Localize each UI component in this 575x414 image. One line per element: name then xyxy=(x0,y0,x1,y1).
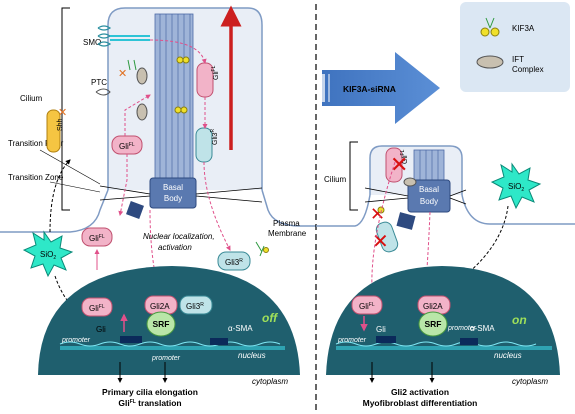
svg-text:Basal: Basal xyxy=(163,183,183,192)
srf-left: SRF xyxy=(146,311,176,337)
caption-right-line2: Myofibroblast differentiation xyxy=(363,398,478,408)
svg-text:Body: Body xyxy=(164,194,182,203)
svg-text:GliFL: GliFL xyxy=(89,304,105,313)
legend: KIF3A IFT Complex xyxy=(460,2,570,92)
gli2a-nucleus-left: Gli2A xyxy=(144,295,178,315)
cytoplasm-label-left: cytoplasm xyxy=(252,377,288,386)
svg-text:✕: ✕ xyxy=(118,67,127,80)
svg-text:Basal: Basal xyxy=(419,185,439,194)
basal-body: Basal Body xyxy=(149,177,197,209)
svg-text:nucleus: nucleus xyxy=(238,351,266,360)
svg-text:✕: ✕ xyxy=(58,106,67,119)
axoneme xyxy=(154,13,194,185)
cilium-bracket xyxy=(61,7,70,211)
svg-text:Gli3R: Gli3R xyxy=(186,302,204,311)
gli3r-nucleus: Gli3R xyxy=(179,295,213,315)
legend-kif3a-label: KIF3A xyxy=(512,24,535,33)
svg-text:Gli3R: Gli3R xyxy=(210,129,219,145)
svg-text:α-SMA: α-SMA xyxy=(470,324,495,333)
plasma-label: Plasma xyxy=(273,219,300,228)
svg-text:GliFL: GliFL xyxy=(400,149,409,164)
svg-text:promoter: promoter xyxy=(337,337,367,344)
shh-ligand: Shh xyxy=(46,109,64,153)
svg-text:✕: ✕ xyxy=(390,153,408,178)
axoneme-right xyxy=(413,149,445,186)
cytoplasm-label-right: cytoplasm xyxy=(512,377,548,386)
svg-text:SRF: SRF xyxy=(153,319,170,329)
activation-label: activation xyxy=(158,243,192,252)
gli-fl-nucleus: GliFL xyxy=(81,297,113,317)
svg-text:on: on xyxy=(512,313,527,327)
ift-particle xyxy=(126,201,144,219)
svg-text:GliFL: GliFL xyxy=(89,234,105,243)
gli-fl-right-nucleus: GliFL xyxy=(351,295,383,315)
svg-text:promoter: promoter xyxy=(151,355,181,362)
smo-label: SMO xyxy=(83,38,101,47)
kif3a-sirna-arrow: KIF3A-siRNA xyxy=(322,52,440,124)
caption-left-line2: GliFL translation xyxy=(118,398,181,408)
svg-text:Gli3R: Gli3R xyxy=(225,258,243,267)
svg-text:Gli: Gli xyxy=(96,325,106,334)
svg-text:promoter: promoter xyxy=(61,337,91,344)
transition-zone-label: Transition Zone xyxy=(8,173,64,182)
svg-text:✕: ✕ xyxy=(372,229,389,253)
gli-fl-cytoplasm: GliFL xyxy=(81,227,113,247)
kif3a-motor-icons xyxy=(127,56,190,121)
svg-text:Gli: Gli xyxy=(376,325,386,334)
svg-text:GliFL: GliFL xyxy=(119,142,135,151)
nuclear-localization-label: Nuclear localization, xyxy=(143,232,215,241)
svg-text:IFT: IFT xyxy=(512,55,524,64)
membrane-label: Membrane xyxy=(268,229,307,238)
gli-fl-tip: GliFL xyxy=(196,62,220,98)
svg-text:Complex: Complex xyxy=(512,65,544,74)
svg-text:SiO2: SiO2 xyxy=(508,182,524,193)
smo-receptor xyxy=(97,25,150,47)
svg-text:GliFL: GliFL xyxy=(359,302,375,311)
left-panel: Basal Body Cilium Transition Fiber Trans… xyxy=(0,5,316,408)
svg-text:SRF: SRF xyxy=(425,319,442,329)
sio2-particle-right: SiO2 xyxy=(490,162,542,210)
svg-text:α-SMA: α-SMA xyxy=(228,324,253,333)
svg-text:promoter: promoter xyxy=(447,325,477,332)
srf-right: SRF xyxy=(418,311,448,337)
cilium-label-right: Cilium xyxy=(324,175,347,184)
svg-text:Gli2A: Gli2A xyxy=(150,302,170,311)
svg-text:Body: Body xyxy=(420,197,438,206)
svg-text:Shh: Shh xyxy=(57,118,64,131)
gli2a-nucleus-right: Gli2A xyxy=(417,295,451,315)
gli-fl-cilium: GliFL xyxy=(111,135,143,155)
caption-right-line1: Gli2 activation xyxy=(391,387,449,397)
svg-text:nucleus: nucleus xyxy=(494,351,522,360)
gli3r-cytoplasm: Gli3R xyxy=(217,251,251,271)
ptc-label: PTC xyxy=(91,78,107,87)
right-panel: KIF3A-siRNA KIF3A IFT Complex Cilium xyxy=(316,2,575,408)
svg-text:GliFL: GliFL xyxy=(211,65,220,80)
caption-left-line1: Primary cilia elongation xyxy=(102,387,198,397)
sio2-particle-left: SiO2 xyxy=(22,230,74,278)
cilium-label: Cilium xyxy=(20,94,43,103)
svg-text:Gli2A: Gli2A xyxy=(423,302,443,311)
transition-fiber-label: Transition Fiber xyxy=(8,139,64,148)
svg-text:off: off xyxy=(262,311,278,325)
gli-fl-right-cilium: GliFL ✕ xyxy=(385,147,409,183)
svg-text:KIF3A-siRNA: KIF3A-siRNA xyxy=(343,84,396,94)
gli3r-cilium: Gli3R xyxy=(195,127,219,163)
svg-text:SiO2: SiO2 xyxy=(40,250,56,261)
